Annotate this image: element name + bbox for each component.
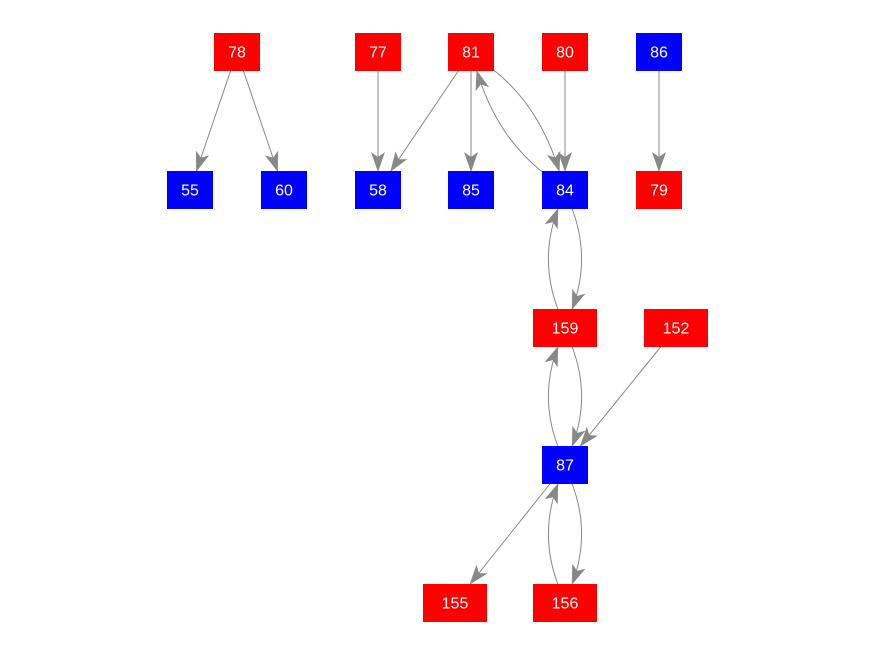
- edge-87-to-159: [544, 346, 559, 447]
- node-label: 78: [228, 45, 246, 62]
- node-box: [533, 309, 597, 347]
- node-label: 87: [556, 458, 574, 475]
- node-box: [542, 446, 588, 484]
- node-152[interactable]: 152: [644, 309, 708, 347]
- node-87[interactable]: 87: [542, 446, 588, 484]
- node-label: 152: [663, 321, 690, 338]
- node-box: [448, 33, 494, 71]
- node-box: [636, 171, 682, 209]
- node-box: [542, 171, 588, 209]
- node-label: 155: [442, 596, 469, 613]
- node-label: 159: [552, 321, 579, 338]
- node-label: 85: [462, 183, 480, 200]
- edge-84-to-81: [475, 70, 543, 173]
- node-155[interactable]: 155: [423, 584, 487, 622]
- node-label: 86: [650, 45, 668, 62]
- node-label: 84: [556, 183, 574, 200]
- edge-87-to-156: [571, 483, 586, 585]
- edge-78-to-60: [242, 70, 279, 172]
- node-79[interactable]: 79: [636, 171, 682, 209]
- node-box: [355, 171, 401, 209]
- node-label: 60: [275, 183, 293, 200]
- edge-81-to-84: [493, 69, 561, 172]
- node-box: [636, 33, 682, 71]
- node-box: [167, 171, 213, 209]
- edge-81-to-58: [390, 70, 459, 172]
- edge-87-to-155: [469, 483, 551, 585]
- node-label: 77: [369, 45, 387, 62]
- node-box: [644, 309, 708, 347]
- node-label: 55: [181, 183, 199, 200]
- edge-156-to-87: [544, 483, 559, 585]
- node-60[interactable]: 60: [261, 171, 307, 209]
- node-58[interactable]: 58: [355, 171, 401, 209]
- node-label: 80: [556, 45, 574, 62]
- node-84[interactable]: 84: [542, 171, 588, 209]
- node-81[interactable]: 81: [448, 33, 494, 71]
- node-78[interactable]: 78: [214, 33, 260, 71]
- node-box: [448, 171, 494, 209]
- node-box: [214, 33, 260, 71]
- node-55[interactable]: 55: [167, 171, 213, 209]
- node-box: [542, 33, 588, 71]
- node-box: [355, 33, 401, 71]
- node-80[interactable]: 80: [542, 33, 588, 71]
- node-77[interactable]: 77: [355, 33, 401, 71]
- edge-84-to-159: [571, 208, 586, 310]
- node-label: 156: [552, 596, 579, 613]
- node-box: [533, 584, 597, 622]
- node-box: [423, 584, 487, 622]
- nodes: 78 77 81 80 86 55 60 58 85 84 79 159 152…: [167, 33, 708, 622]
- node-156[interactable]: 156: [533, 584, 597, 622]
- node-label: 81: [462, 45, 480, 62]
- edge-159-to-87: [571, 346, 586, 447]
- node-label: 79: [650, 183, 668, 200]
- node-box: [261, 171, 307, 209]
- edge-152-to-87: [579, 346, 661, 447]
- node-label: 58: [369, 183, 387, 200]
- edge-78-to-55: [195, 70, 232, 172]
- node-85[interactable]: 85: [448, 171, 494, 209]
- node-86[interactable]: 86: [636, 33, 682, 71]
- edges: [195, 69, 666, 585]
- edge-159-to-84: [544, 208, 559, 310]
- node-159[interactable]: 159: [533, 309, 597, 347]
